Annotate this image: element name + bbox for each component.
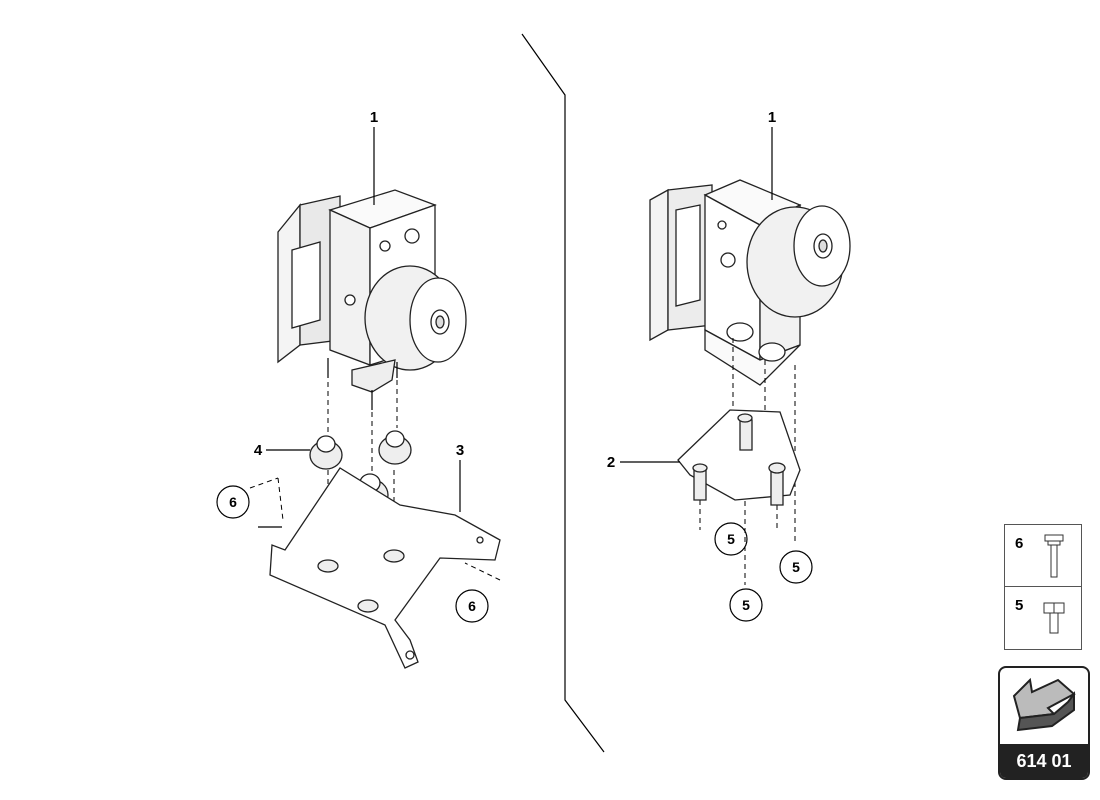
callout-2: 2 — [607, 454, 615, 471]
left-bracket — [258, 467, 501, 669]
damper-right — [378, 430, 412, 465]
section-code: 614 01 — [1000, 744, 1088, 778]
callout-6-left-a: 6 — [216, 485, 250, 519]
svg-text:5: 5 — [742, 597, 750, 613]
legend-number: 6 — [1015, 535, 1024, 552]
short-bolt-icon — [1043, 602, 1065, 634]
callout-5-right-a: 5 — [714, 522, 748, 556]
callout-1-left: 1 — [370, 109, 378, 126]
right-bracket — [677, 409, 801, 506]
damper-left — [309, 435, 343, 470]
legend-number: 5 — [1015, 597, 1024, 614]
legend-row-5: 5 — [1005, 587, 1081, 648]
divider-line — [521, 33, 605, 753]
svg-text:5: 5 — [792, 559, 800, 575]
callout-4: 4 — [254, 442, 263, 459]
section-nav-button[interactable]: 614 01 — [998, 666, 1090, 780]
callout-5-right-c: 5 — [729, 588, 763, 622]
callout-6-left-b: 6 — [455, 589, 489, 623]
svg-text:6: 6 — [229, 494, 237, 510]
callout-3: 3 — [456, 442, 464, 459]
svg-text:6: 6 — [468, 598, 476, 614]
callout-5-right-b: 5 — [779, 550, 813, 584]
svg-text:5: 5 — [727, 531, 735, 547]
long-bolt-icon — [1044, 534, 1064, 578]
right-abs-unit — [649, 179, 851, 386]
arrow-icon — [1012, 677, 1076, 732]
fastener-legend: 6 5 — [1004, 524, 1082, 650]
left-abs-unit — [277, 189, 467, 410]
legend-row-6: 6 — [1005, 525, 1081, 587]
callout-1-right: 1 — [768, 109, 776, 126]
